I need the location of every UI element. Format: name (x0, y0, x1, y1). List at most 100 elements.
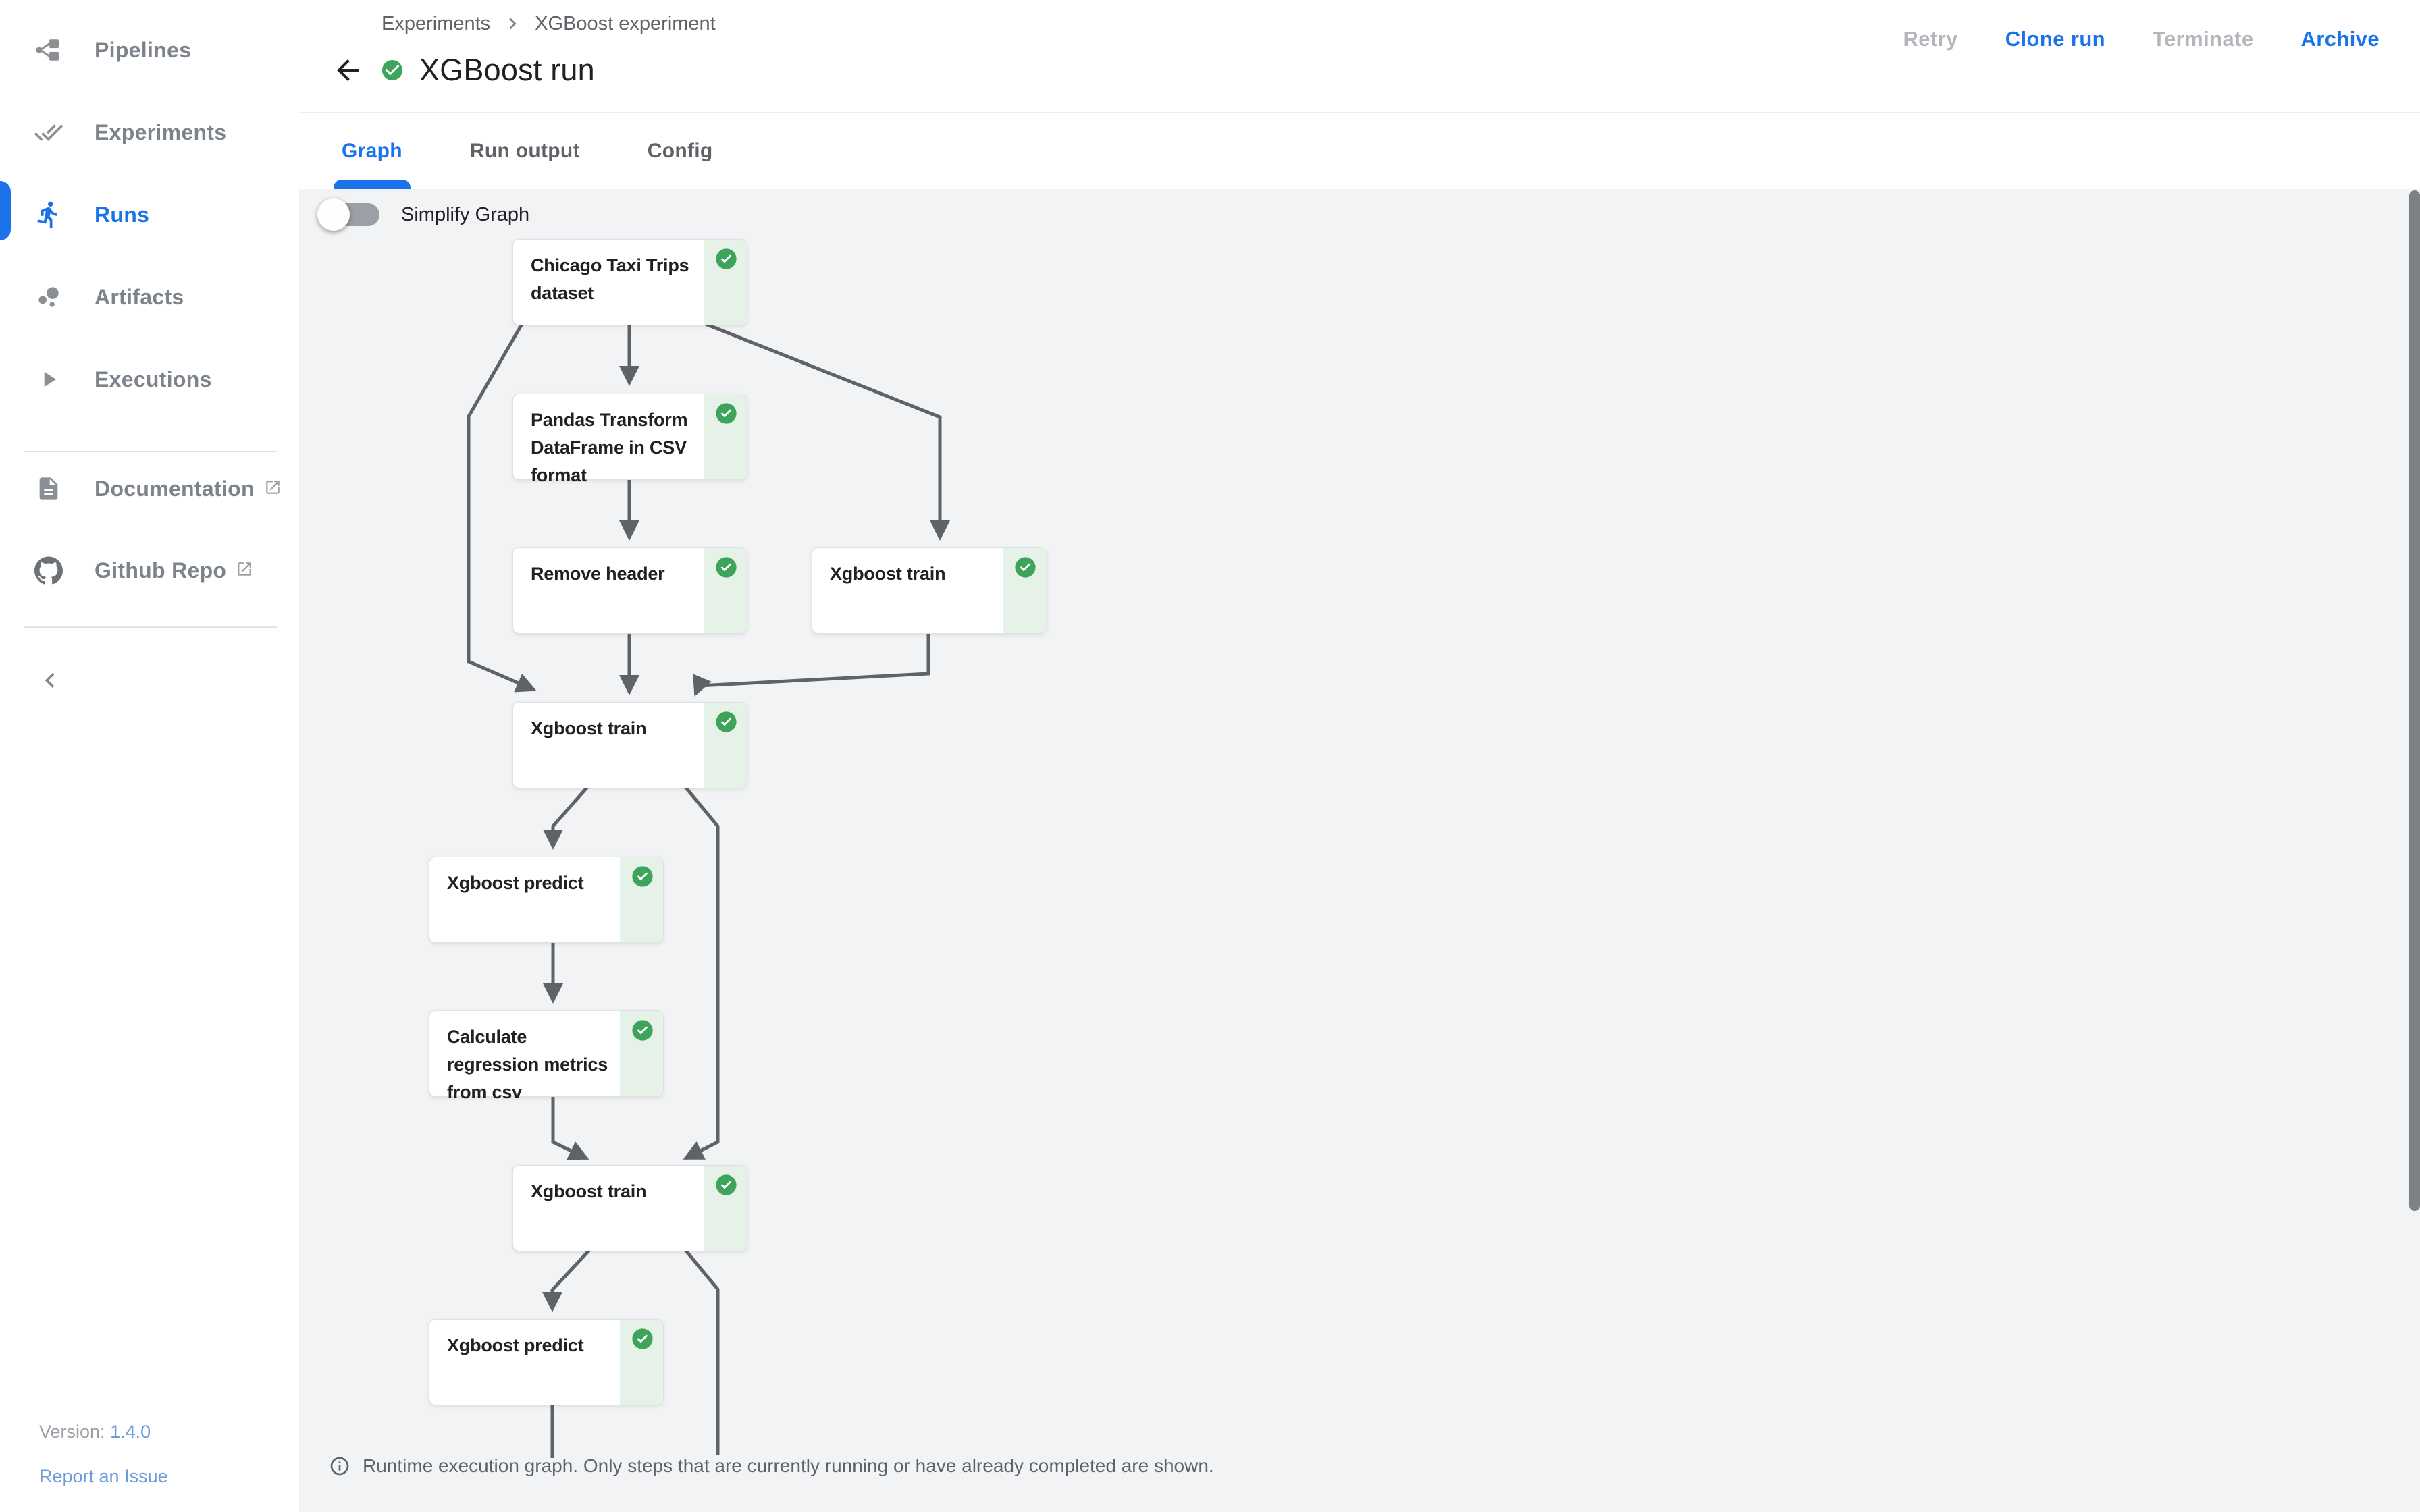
runtime-graph-note: Runtime execution graph. Only steps that… (329, 1455, 1214, 1477)
vertical-scrollbar[interactable] (2409, 190, 2420, 1211)
sidebar-item-pipelines[interactable]: Pipelines (0, 18, 299, 82)
tab-label: Config (647, 140, 713, 162)
check-circle-icon (715, 1174, 737, 1196)
tab-label: Graph (342, 140, 402, 162)
graph-node-xgboost-train-1[interactable]: Xgboost train (812, 547, 1047, 634)
chevron-left-icon (45, 673, 55, 688)
page-header: Experiments XGBoost experiment XGBoost r… (299, 0, 2420, 189)
sidebar-item-label: Pipelines (95, 37, 192, 62)
sidebar-item-runs[interactable]: Runs (0, 182, 299, 247)
node-label: Calculate regression metrics from csv (447, 1027, 608, 1102)
document-icon (34, 474, 63, 504)
sidebar-item-label: Experiments (95, 119, 227, 144)
graph-node-xgboost-predict-2[interactable]: Xgboost predict (429, 1319, 664, 1405)
toggle-knob (317, 198, 350, 231)
run-status-success-icon (380, 58, 404, 82)
node-label: Xgboost train (531, 1181, 647, 1202)
check-circle-icon (715, 248, 737, 270)
check-circle-icon (1014, 556, 1036, 578)
terminate-button[interactable]: Terminate (2153, 27, 2254, 51)
check-circle-icon (631, 1019, 654, 1042)
github-icon (34, 556, 63, 585)
sidebar: Pipelines Experiments Runs Artifacts Exe (0, 0, 299, 1512)
run-actions: Retry Clone run Terminate Archive (1903, 27, 2379, 51)
report-issue-link[interactable]: Report an Issue (39, 1466, 168, 1486)
sidebar-item-artifacts[interactable]: Artifacts (0, 265, 299, 329)
node-label: Xgboost train (830, 564, 946, 584)
graph-node-xgboost-train-2[interactable]: Xgboost train (512, 702, 747, 788)
check-circle-icon (631, 865, 654, 888)
version-label: Version: (39, 1422, 105, 1442)
edge (705, 322, 950, 541)
version-row: Version: 1.4.0 (39, 1422, 151, 1442)
experiments-icon (34, 117, 63, 147)
graph-node-pandas-transform[interactable]: Pandas Transform DataFrame in CSV format (512, 394, 747, 485)
external-link-icon (236, 558, 253, 576)
tab-config[interactable]: Config (643, 113, 717, 189)
node-label: Pandas Transform DataFrame in CSV format (531, 410, 688, 485)
sidebar-item-experiments[interactable]: Experiments (0, 100, 299, 165)
edge (683, 786, 720, 1160)
breadcrumb-experiments[interactable]: Experiments (382, 12, 491, 34)
external-link-icon (264, 477, 282, 494)
sidebar-divider (24, 451, 277, 452)
check-circle-icon (631, 1328, 654, 1350)
edge (467, 323, 537, 693)
graph-edges (467, 322, 950, 1458)
graph-node-chicago-taxi-trips-dataset[interactable]: Chicago Taxi Trips dataset (512, 239, 747, 325)
version-link[interactable]: 1.4.0 (110, 1422, 151, 1442)
note-text: Runtime execution graph. Only steps that… (363, 1455, 1214, 1476)
sidebar-item-executions[interactable]: Executions (0, 347, 299, 412)
simplify-graph-toggle[interactable] (317, 198, 379, 231)
edge (543, 786, 589, 850)
breadcrumb: Experiments XGBoost experiment (382, 12, 716, 35)
sidebar-divider (24, 626, 277, 628)
back-button[interactable] (332, 54, 364, 86)
chevron-right-icon (501, 12, 524, 35)
sidebar-item-label: Artifacts (95, 284, 184, 309)
edge (542, 1249, 591, 1312)
sidebar-item-github-repo[interactable]: Github Repo (0, 538, 299, 603)
check-circle-icon (715, 402, 737, 425)
sidebar-item-documentation[interactable]: Documentation (0, 456, 299, 521)
retry-button[interactable]: Retry (1903, 27, 1958, 51)
clone-run-button[interactable]: Clone run (2005, 27, 2105, 51)
executions-icon (34, 364, 63, 394)
tab-graph[interactable]: Graph (334, 113, 411, 189)
check-circle-icon (715, 711, 737, 733)
sidebar-item-label: Runs (95, 202, 150, 227)
tab-run-output[interactable]: Run output (466, 113, 584, 189)
sidebar-item-label: Executions (95, 367, 212, 392)
graph-node-calculate-regression-metrics[interactable]: Calculate regression metrics from csv (429, 1010, 664, 1102)
pipelines-icon (34, 35, 63, 65)
tab-label: Run output (469, 140, 580, 162)
collapse-sidebar-button[interactable] (35, 666, 65, 695)
archive-button[interactable]: Archive (2300, 27, 2379, 51)
title-row: XGBoost run (332, 53, 595, 88)
page-title: XGBoost run (419, 53, 595, 87)
simplify-graph-label: Simplify Graph (401, 203, 530, 225)
graph-node-remove-header[interactable]: Remove header (512, 547, 747, 634)
active-tab-indicator (334, 180, 411, 189)
arrow-back-icon (337, 59, 359, 81)
node-label: Chicago Taxi Trips dataset (531, 255, 689, 303)
simplify-graph-row: Simplify Graph (317, 198, 530, 231)
sidebar-item-label: Documentation (95, 477, 282, 502)
graph-node-xgboost-train-3[interactable]: Xgboost train (512, 1165, 747, 1251)
info-icon (329, 1455, 350, 1477)
node-label: Xgboost train (531, 718, 647, 738)
edge (551, 1096, 589, 1160)
node-label: Remove header (531, 564, 665, 584)
header-divider (299, 112, 2420, 113)
pipeline-graph-canvas[interactable]: Simplify Graph Chicago Taxi Trips datase… (299, 189, 2420, 1512)
breadcrumb-current: XGBoost experiment (535, 12, 716, 34)
graph-node-xgboost-predict-1[interactable]: Xgboost predict (429, 857, 664, 943)
runs-icon (34, 200, 63, 230)
sidebar-item-label: Github Repo (95, 558, 253, 583)
node-label: Xgboost predict (447, 1335, 584, 1355)
artifacts-icon (34, 282, 63, 312)
check-circle-icon (715, 556, 737, 578)
active-item-indicator (0, 181, 11, 240)
edge (693, 632, 930, 697)
